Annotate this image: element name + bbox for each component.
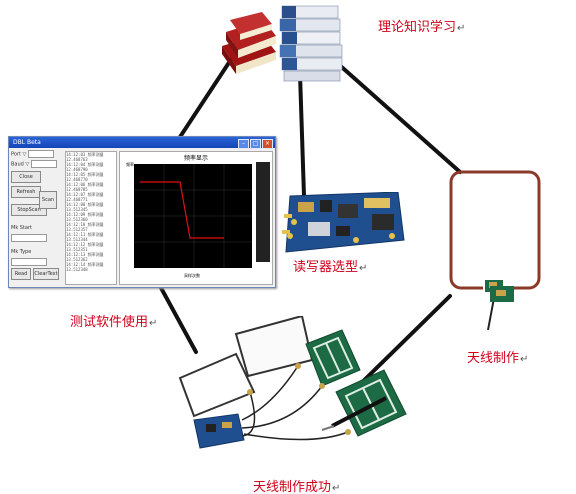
finished-antennas-illustration <box>178 316 407 449</box>
mk-type-label: Mk Type <box>11 249 32 255</box>
plot-trace <box>140 181 224 239</box>
cleartext-button: ClearText <box>33 268 59 280</box>
reader-board-illustration <box>282 192 405 253</box>
log-line: 14:12:08 频率测量 13.512345 <box>66 202 104 212</box>
line-books-to-reader <box>298 72 306 198</box>
stopscan-button: StopScan <box>11 204 47 216</box>
log-line: 14:12:05 频率测量 12.468770 <box>66 172 104 182</box>
log-line: 14:12:12 频率测量 13.512351 <box>66 242 104 252</box>
label-antenna-success: 天线制作成功↵ <box>253 480 341 494</box>
books-illustration <box>222 5 343 82</box>
minimize-icon: – <box>238 139 249 149</box>
log-line: 14:12:06 频率测量 12.468785 <box>66 182 104 192</box>
maximize-icon: □ <box>250 139 261 149</box>
small-reader-board <box>193 413 245 449</box>
port-field: Port ▽ <box>11 150 63 158</box>
white-loop-antenna-1 <box>178 352 256 418</box>
log-line: 14:12:04 频率测量 12.468790 <box>66 162 104 172</box>
plot-panel: 频率显示 频率 采样次数 <box>119 151 273 285</box>
log-line: 14:12:10 频率测量 13.512357 <box>66 222 104 232</box>
read-button: Read <box>11 268 31 280</box>
plot-x-label: 采样次数 <box>184 272 200 278</box>
label-antenna-making: 天线制作↵ <box>467 351 529 366</box>
close-icon: × <box>262 139 273 149</box>
baud-field: Baud ▽ <box>11 160 63 168</box>
plot-title: 频率显示 <box>183 155 208 162</box>
mk-start-label: Mk Start <box>11 225 33 231</box>
test-software-window: DBL Beta –□× Port ▽ Baud ▽ Close Refresh… <box>8 136 276 288</box>
label-test-software: 测试软件使用↵ <box>70 315 158 330</box>
control-panel: Port ▽ Baud ▽ Close Refresh Scan StopSca… <box>11 150 63 285</box>
log-line: 14:12:07 频率测量 12.468771 <box>66 192 104 202</box>
log-line: 14:12:03 频率测量 12.468763 <box>66 152 104 162</box>
log-line: 14:12:13 频率测量 13.512362 <box>66 252 104 262</box>
scan-button: Scan <box>39 191 57 209</box>
window-titlebar: DBL Beta –□× <box>9 137 275 149</box>
label-reader-selection: 读写器选型↵ <box>293 260 368 275</box>
log-line: 14:12:14 频率测量 13.512348 <box>66 262 104 272</box>
refresh-button: Refresh <box>11 186 41 198</box>
line-books-to-loop <box>334 60 462 174</box>
log-line: 14:12:11 频率测量 13.512344 <box>66 232 104 242</box>
plot-side-panel <box>256 162 270 262</box>
line-software-to-success <box>158 284 198 354</box>
loop-antenna-illustration <box>449 170 541 294</box>
close-button: Close <box>11 171 41 183</box>
log-line: 14:12:09 频率测量 13.512360 <box>66 212 104 222</box>
plot-y-label: 频率 <box>126 161 134 167</box>
line-books-to-software <box>176 56 234 142</box>
frequency-plot: 频率 采样次数 <box>126 161 252 278</box>
window-title: DBL Beta <box>13 139 41 146</box>
label-theory-study: 理论知识学习↵ <box>378 20 466 35</box>
loop-antenna-connector <box>487 286 514 331</box>
